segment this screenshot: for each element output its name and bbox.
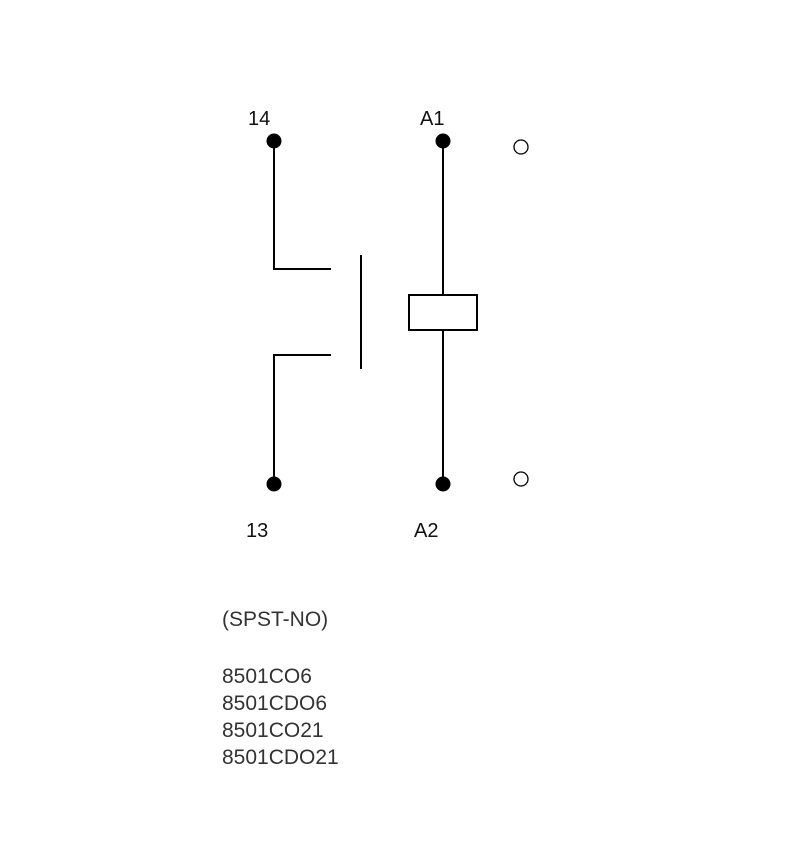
contact-wire-upper	[273, 141, 331, 270]
terminal-dot-13	[266, 476, 282, 492]
part-number: 8501CO6	[222, 665, 312, 688]
open-terminal-lower	[513, 471, 529, 487]
terminal-dot-14	[266, 133, 282, 149]
open-terminal-upper	[513, 139, 529, 155]
coil	[408, 294, 478, 331]
terminal-label-a2: A2	[414, 520, 438, 542]
terminal-label-13: 13	[246, 520, 268, 542]
contact-type-label: (SPST-NO)	[222, 608, 328, 631]
terminal-dot-a2	[435, 476, 451, 492]
part-number: 8501CDO6	[222, 692, 327, 715]
part-number: 8501CO21	[222, 719, 324, 742]
terminal-label-a1: A1	[420, 108, 444, 130]
terminal-dot-a1	[435, 133, 451, 149]
part-number: 8501CDO21	[222, 746, 339, 769]
terminal-label-14: 14	[248, 108, 270, 130]
contact-wire-lower	[273, 354, 331, 484]
